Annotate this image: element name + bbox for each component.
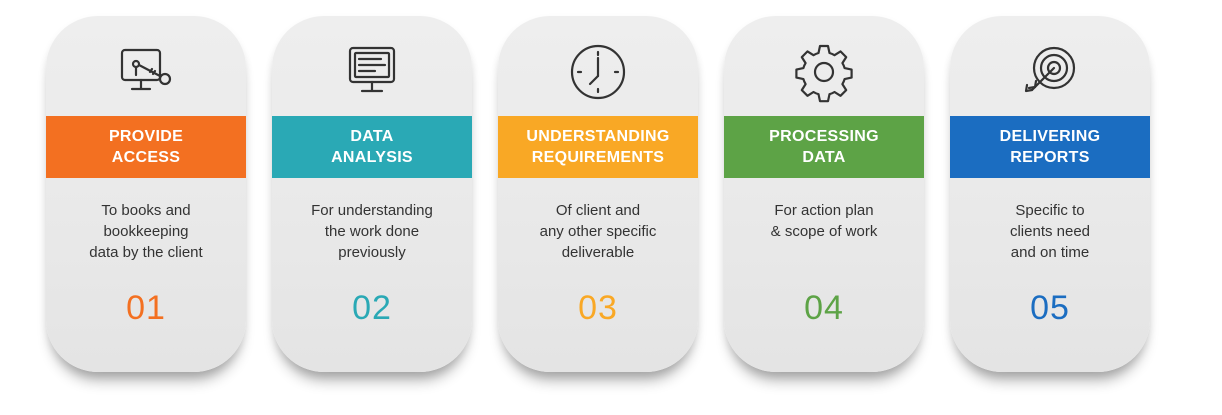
step-title-line: REPORTS <box>1010 149 1090 166</box>
target-icon <box>1018 40 1082 104</box>
step-description: For understanding the work done previous… <box>282 200 462 263</box>
description-line: Specific to <box>1015 202 1085 219</box>
description-line: data by the client <box>89 244 203 261</box>
step-number: 04 <box>804 289 844 327</box>
step-title-line: ACCESS <box>111 149 181 166</box>
clock-icon <box>566 40 630 104</box>
description-line: To books and <box>101 202 191 219</box>
description-line: bookkeeping <box>103 223 189 240</box>
step-number: 03 <box>578 289 618 327</box>
step-title-band: PROCESSING DATA <box>724 116 924 178</box>
description-line: Of client and <box>555 202 641 219</box>
step-title-band: UNDERSTANDING REQUIREMENTS <box>498 116 698 178</box>
description-line: previously <box>338 244 406 261</box>
step-title-line: PROVIDE <box>108 128 184 145</box>
step-description: To books and bookkeeping data by the cli… <box>56 200 236 263</box>
step-card-5: DELIVERING REPORTS Specific to clients n… <box>950 16 1150 372</box>
step-card-1: PROVIDE ACCESS To books and bookkeeping … <box>46 16 246 372</box>
description-line: For understanding <box>311 202 433 219</box>
step-description: Specific to clients need and on time <box>960 200 1140 263</box>
step-title-line: REQUIREMENTS <box>531 149 665 166</box>
step-number: 01 <box>126 289 166 327</box>
step-title-band: DATA ANALYSIS <box>272 116 472 178</box>
description-line: and on time <box>1010 244 1090 261</box>
step-number: 02 <box>352 289 392 327</box>
description-line: deliverable <box>561 244 635 261</box>
step-card-2: DATA ANALYSIS For understanding the work… <box>272 16 472 372</box>
step-number: 05 <box>1030 289 1070 327</box>
step-title-line: UNDERSTANDING <box>526 128 670 145</box>
description-line: the work done <box>324 223 420 240</box>
gear-icon <box>792 40 856 104</box>
step-description: Of client and any other specific deliver… <box>508 200 688 263</box>
step-title-line: ANALYSIS <box>331 149 413 166</box>
step-card-3: UNDERSTANDING REQUIREMENTS Of client and… <box>498 16 698 372</box>
step-title-line: DELIVERING <box>999 128 1101 145</box>
step-title-line: DATA <box>350 128 394 145</box>
description-line: any other specific <box>539 223 657 240</box>
monitor-document-icon <box>340 40 404 104</box>
description-line: & scope of work <box>770 223 878 240</box>
step-card-4: PROCESSING DATA For action plan & scope … <box>724 16 924 372</box>
step-title-band: DELIVERING REPORTS <box>950 116 1150 178</box>
description-line: clients need <box>1009 223 1091 240</box>
step-title-band: PROVIDE ACCESS <box>46 116 246 178</box>
step-title-line: DATA <box>802 149 846 166</box>
step-title-line: PROCESSING <box>769 128 879 145</box>
monitor-key-icon <box>114 40 178 104</box>
step-description: For action plan & scope of work <box>734 200 914 242</box>
description-line: For action plan <box>774 202 874 219</box>
